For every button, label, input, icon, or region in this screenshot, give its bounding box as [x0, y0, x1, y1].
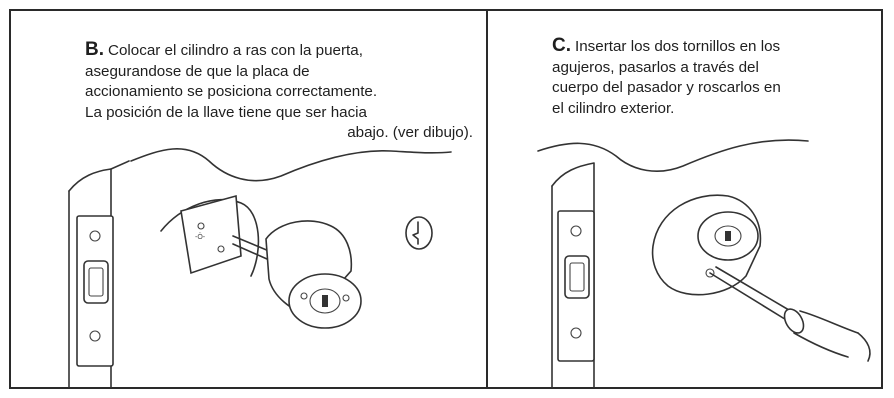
caption-b-line-5: abajo. (ver dibujo).: [347, 124, 473, 141]
key-down-position-icon: [405, 216, 433, 250]
caption-c-line-1: Insertar los dos tornillos en los: [575, 38, 781, 55]
caption-c-line-3: cuerpo del pasador y roscarlos en: [552, 79, 781, 96]
caption-b-line-3: accionamiento se posiciona correctamente…: [85, 83, 378, 100]
caption-b-line-2: asegurandose de que la placa de: [85, 62, 310, 80]
panel-c: C.Insertar los dos tornillos en los aguj…: [488, 11, 881, 388]
caption-c-line-2: agujeros, pasarlos a través del: [552, 58, 759, 76]
caption-b-line-4: La posición de la llave tiene que ser ha…: [85, 103, 367, 121]
cylinder-alignment-illustration: -Ö-: [68, 148, 452, 388]
step-label-b: B.: [85, 39, 104, 60]
panel-divider: [486, 9, 488, 389]
svg-text:-Ö-: -Ö-: [195, 233, 206, 241]
caption-b: B.Colocar el cilindro a ras con la puert…: [85, 39, 475, 144]
caption-b-line-1: Colocar el cilindro a ras con la puerta,: [108, 42, 363, 59]
caption-c: C.Insertar los dos tornillos en los aguj…: [552, 35, 852, 119]
instruction-frame: [9, 9, 883, 389]
panel-b: B.Colocar el cilindro a ras con la puert…: [11, 11, 486, 388]
caption-c-line-4: el cilindro exterior.: [552, 99, 675, 117]
step-label-c: C.: [552, 35, 571, 56]
screwdriver-installation-illustration: [537, 139, 871, 388]
